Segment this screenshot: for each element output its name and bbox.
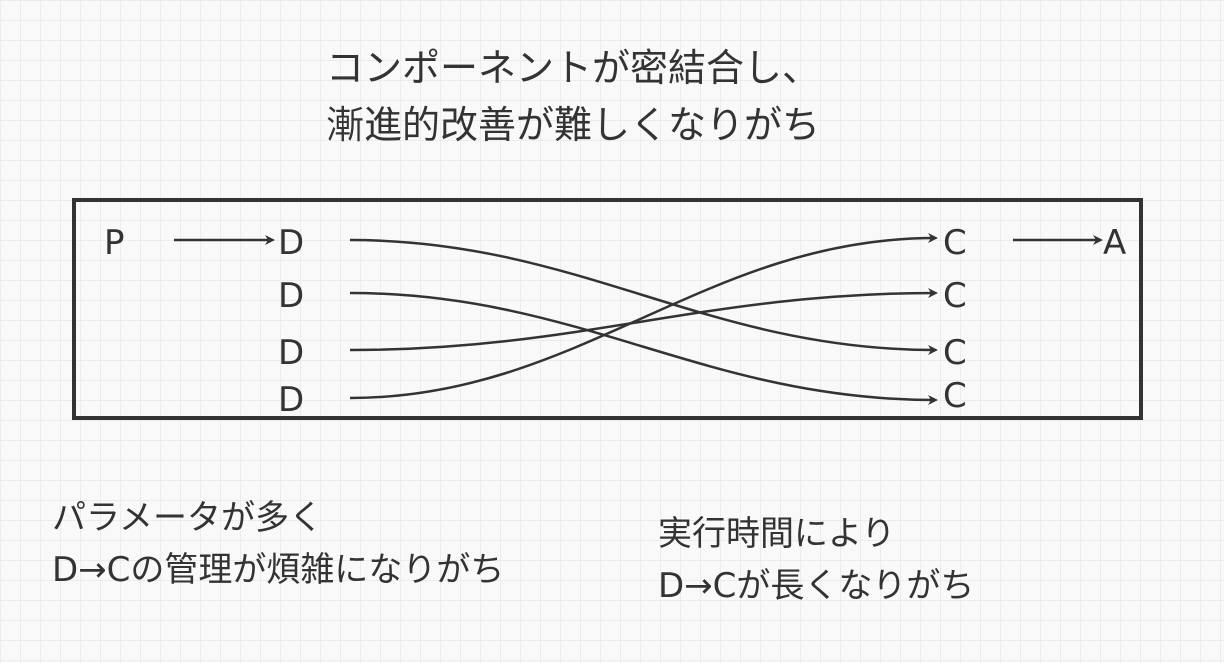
- left-node-d-1: D: [278, 223, 304, 263]
- note-right: 実行時間により D→Cが長くなりがち: [658, 508, 974, 612]
- title-line-1: コンポーネントが密結合し、: [326, 46, 821, 90]
- left-node-d-4: D: [278, 380, 304, 420]
- right-node-c-1: C: [943, 223, 967, 263]
- pipeline-frame: [72, 198, 1143, 420]
- right-node-c-2: C: [943, 276, 967, 316]
- note-right-line-2: D→Cが長くなりがち: [658, 566, 975, 606]
- connection-d3-c2: [349, 288, 938, 352]
- left-node-d-2: D: [278, 276, 304, 316]
- connection-d1-c3: [349, 238, 938, 355]
- note-left: パラメータが多く D→Cの管理が煩雑になりがち: [52, 492, 504, 596]
- title-line-2: 漸進的改善が難しくなりがち: [326, 103, 821, 147]
- connection-lines: [349, 233, 938, 405]
- note-right-line-1: 実行時間により: [658, 514, 896, 554]
- output-node-a: A: [1103, 223, 1126, 263]
- left-node-d-3: D: [278, 333, 304, 373]
- note-left-line-1: パラメータが多く: [52, 498, 323, 538]
- diagram-title: コンポーネントが密結合し、 漸進的改善が難しくなりがち: [326, 40, 820, 154]
- connection-d4-c1: [349, 233, 938, 400]
- right-node-c-3: C: [943, 333, 967, 373]
- right-node-c-4: C: [943, 376, 967, 416]
- source-node-p: P: [104, 223, 125, 263]
- connection-d2-c4: [349, 291, 938, 405]
- note-left-line-2: D→Cの管理が煩雑になりがち: [52, 550, 505, 590]
